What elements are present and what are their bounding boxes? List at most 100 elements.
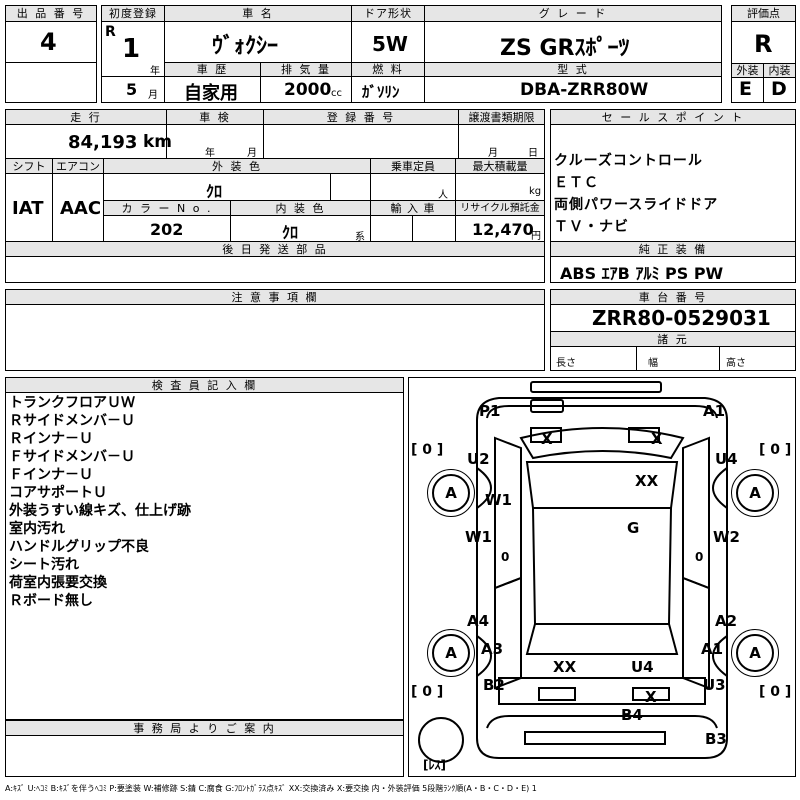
mileage-header: 走 行 [5, 109, 167, 125]
damage-a1-bot: A1 [701, 640, 724, 658]
color-no-header: カ ラ ー N o . [103, 200, 231, 216]
grade-header: グ レ ー ド [424, 5, 722, 22]
length-label: 長さ [556, 358, 576, 369]
interior-header: 内装 [763, 63, 796, 78]
later-parts-cell [5, 256, 545, 283]
damage-u4-bot: U4 [631, 658, 654, 676]
width-label: 幅 [648, 358, 658, 369]
history-header: 車 歴 [164, 62, 261, 77]
height-label: 高さ [726, 358, 746, 369]
tire-depth-rr: [ 0 ] [759, 684, 792, 700]
insp-month-unit: 月 [247, 148, 257, 159]
damage-a2: A2 [715, 612, 738, 630]
transfer-month-unit: 月 [488, 148, 498, 159]
aircon-header: エアコン [52, 158, 104, 174]
damage-b4: B4 [621, 706, 643, 724]
damage-xx-bot: XX [553, 658, 577, 676]
damage-u3: U3 [703, 676, 726, 694]
interior-value: D [771, 78, 787, 100]
lot-no-header: 出 品 番 号 [5, 5, 97, 22]
damage-u2: U2 [467, 450, 490, 468]
shift-value: IAT [12, 198, 44, 219]
inspector-note: トランクフロアＵＷ [9, 395, 135, 411]
reg-no-header: 登 録 番 号 [263, 109, 459, 125]
import-header: 輸 入 車 [370, 200, 456, 216]
score-header: 評価点 [731, 5, 796, 22]
month-unit: 月 [148, 90, 158, 101]
lot-no-value: 4 [40, 28, 57, 56]
later-parts-header: 後 日 発 送 部 品 [5, 241, 545, 257]
capacity-unit: 人 [438, 190, 448, 201]
ext-color-header: 外 装 色 [103, 158, 371, 174]
recycle-unit: 円 [531, 231, 541, 242]
zero-left: 0 [501, 550, 510, 564]
damage-x3: X [645, 688, 657, 706]
rear-left-wheel: A [427, 629, 475, 677]
caution-header: 注 意 事 項 欄 [5, 289, 545, 305]
ext-color-divider [330, 173, 331, 201]
inspector-note: ハンドルグリップ不良 [9, 539, 149, 555]
office-header: 事 務 局 よ り ご 案 内 [5, 720, 404, 736]
history-value: 自家用 [184, 83, 238, 104]
displacement-header: 排 気 量 [260, 62, 352, 77]
inspector-header: 検 査 員 記 入 欄 [5, 377, 404, 393]
damage-w1-b: W1 [465, 528, 492, 546]
model-cell [424, 76, 722, 103]
int-color-value: ｸﾛ [282, 223, 299, 242]
displacement-unit: cc [331, 88, 342, 99]
damage-b2: B2 [483, 676, 505, 694]
damage-x2: X [651, 430, 663, 448]
damage-w2: W2 [713, 528, 740, 546]
int-color-cell [230, 215, 371, 242]
max-load-unit: kg [529, 186, 542, 197]
front-left-wheel: A [427, 469, 475, 517]
damage-w1-a: W1 [485, 491, 512, 509]
door-value: 5W [372, 32, 408, 56]
spare-tire-label: [ﾚｽ] [423, 758, 446, 772]
int-color-header: 内 装 色 [230, 200, 371, 216]
mileage-value: 84,193 [68, 132, 138, 153]
damage-b3: B3 [705, 730, 727, 748]
ext-color-value: ｸﾛ [206, 182, 223, 201]
sales-point-item: ＥＴＣ [554, 175, 599, 191]
displacement-value: 2000 [284, 80, 332, 100]
tire-depth-fl: [ 0 ] [411, 442, 444, 458]
inspector-note: Ｆサイドメンバ－Ｕ [9, 449, 135, 465]
damage-xx-top: XX [635, 472, 659, 490]
year-unit: 年 [150, 66, 160, 77]
lot-divider [5, 62, 97, 63]
office-cell [5, 735, 404, 777]
grade-value: ZS GRｽﾎﾟｰﾂ [500, 36, 630, 61]
rear-right-wheel: A [731, 629, 779, 677]
mileage-unit: km [143, 132, 173, 152]
damage-g: G [627, 519, 640, 537]
model-header: 型 式 [424, 62, 722, 77]
specs-divider-1 [636, 346, 637, 371]
genuine-value: ABS ｴｱB ｱﾙﾐ PS PW [560, 264, 724, 283]
first-reg-header: 初度登録 [101, 5, 165, 22]
inspector-note: 外装うすい線キズ、仕上げ跡 [9, 503, 191, 519]
inspector-note: Ｒインナ－Ｕ [9, 431, 93, 447]
transfer-day-unit: 日 [528, 148, 538, 159]
damage-p1: P1 [479, 402, 501, 420]
sales-point-item: 両側パワースライドドア [554, 197, 719, 213]
fuel-header: 燃 料 [351, 62, 425, 77]
transfer-header: 譲渡書類期限 [458, 109, 545, 125]
import-divider [412, 215, 413, 242]
genuine-cell [550, 256, 796, 283]
color-no-value: 202 [150, 220, 184, 239]
insp-year-unit: 年 [205, 148, 215, 159]
shift-header: シフト [5, 158, 53, 174]
inspector-note: 室内汚れ [9, 521, 65, 537]
inspector-note: Ｒサイドメンバ－Ｕ [9, 413, 135, 429]
first-reg-divider [101, 76, 165, 77]
inspector-note: コアサポートＵ [9, 485, 107, 501]
specs-divider-2 [719, 346, 720, 371]
recycle-value: 12,470 [472, 220, 534, 239]
fuel-value: ｶﾞｿﾘﾝ [362, 83, 400, 101]
inspection-header: 車 検 [166, 109, 264, 125]
sales-point-item: ＴＶ・ナビ [554, 219, 629, 235]
inspector-notes: トランクフロアＵＷ Ｒサイドメンバ－Ｕ Ｒインナ－Ｕ Ｆサイドメンバ－Ｕ Ｆイン… [9, 394, 191, 610]
inspector-note: Ｆインナ－Ｕ [9, 467, 93, 483]
reg-no-cell [263, 124, 459, 159]
